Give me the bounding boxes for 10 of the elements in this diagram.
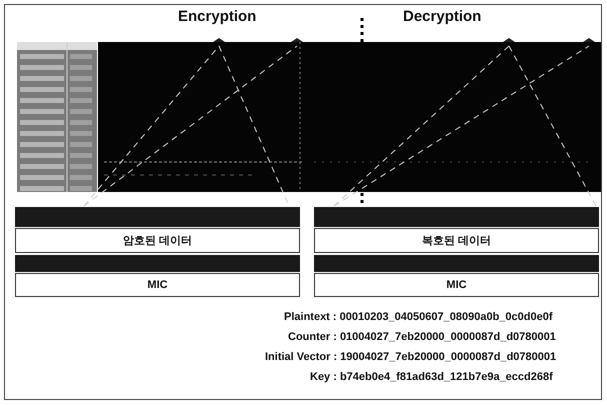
parameter-text: Plaintext : 00010203_04050607_08090a0b_0c0d0e0f <box>284 311 552 323</box>
parameter-text: Counter : 01004027_7eb20000_0000087d_d0780001 <box>288 331 556 343</box>
section-heading: Encryption <box>178 8 256 25</box>
data-field: 암호된 데이터 <box>15 228 300 253</box>
data-field: MIC <box>314 273 599 297</box>
data-field: MIC <box>15 273 300 297</box>
data-field: 복호된 데이터 <box>314 228 599 253</box>
parameter-text: Key : b74eb0e4_f81ad63d_121b7e9a_eccd268f <box>310 371 553 383</box>
parameter-text: Initial Vector : 19004027_7eb20000_0000087d_d0780001 <box>265 351 556 363</box>
section-heading: Decryption <box>403 8 482 25</box>
